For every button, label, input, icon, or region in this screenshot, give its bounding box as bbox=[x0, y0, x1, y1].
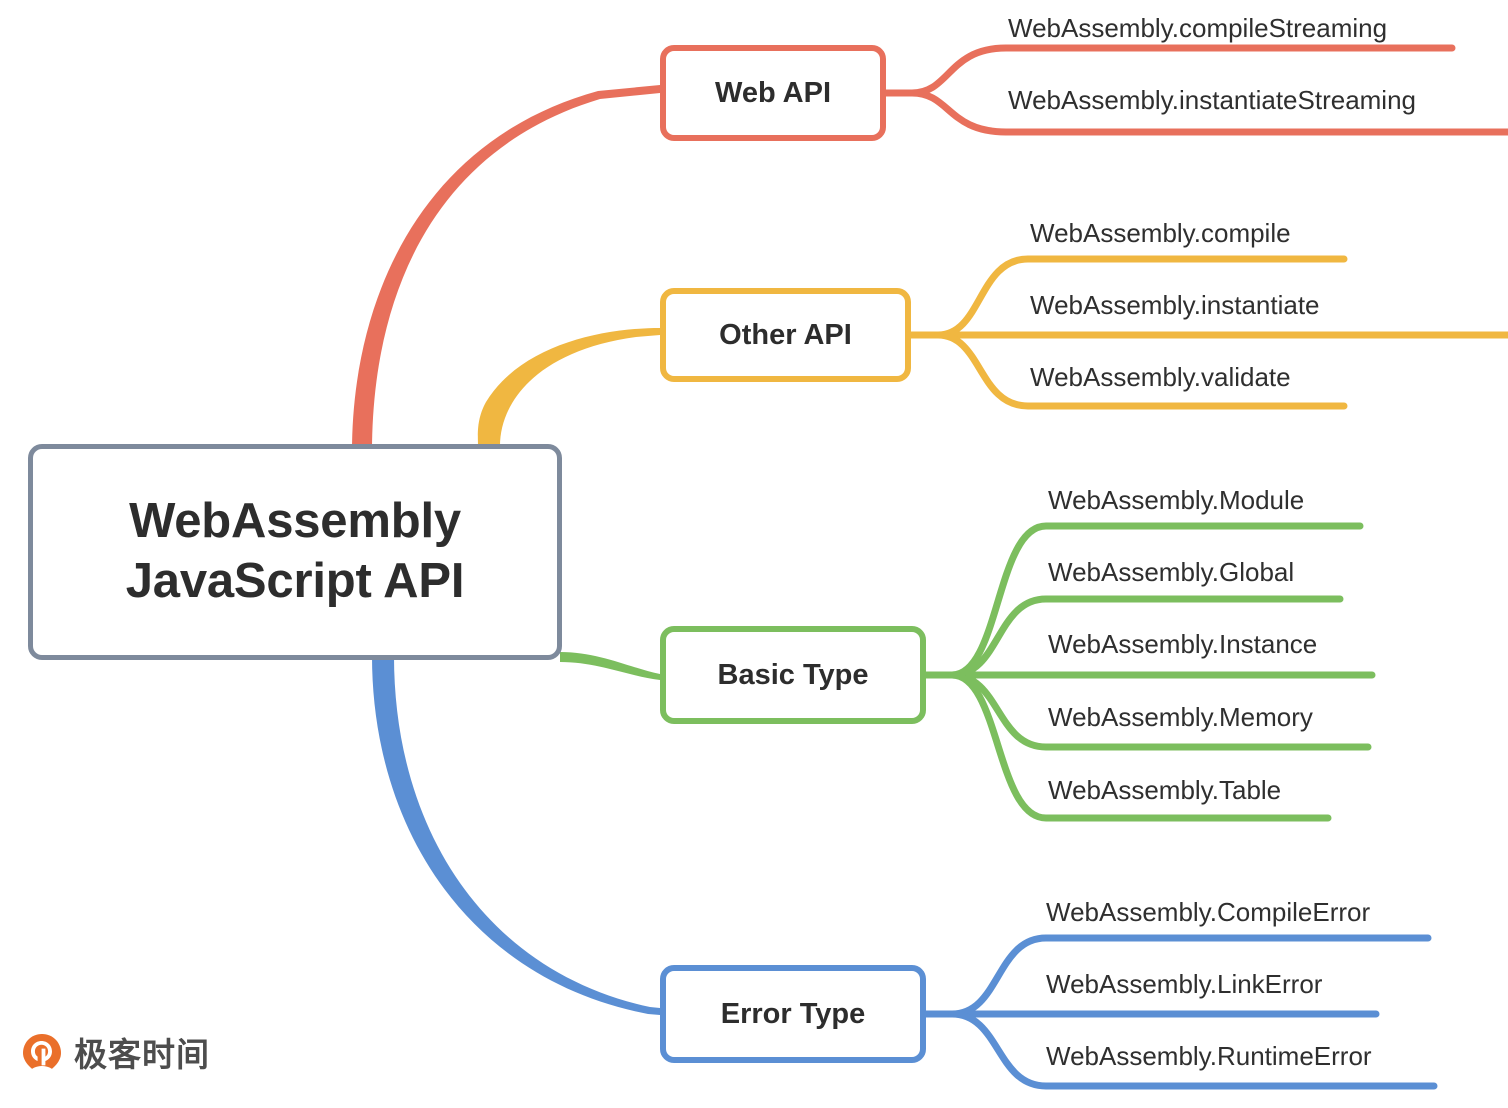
branch-label-other-api: Other API bbox=[719, 318, 852, 351]
leaf-label[interactable]: WebAssembly.compileStreaming bbox=[1008, 13, 1388, 43]
leaf-label[interactable]: WebAssembly.validate bbox=[1030, 362, 1291, 392]
leaf-label[interactable]: WebAssembly.LinkError bbox=[1046, 969, 1323, 999]
geektime-logo-icon bbox=[20, 1032, 64, 1076]
trunk-error-type bbox=[372, 656, 660, 1015]
branch-node-web-api[interactable]: Web API bbox=[660, 45, 886, 141]
branch-node-other-api[interactable]: Other API bbox=[660, 288, 911, 382]
branch-label-error-type: Error Type bbox=[720, 997, 866, 1030]
trunk-basic-type bbox=[560, 652, 660, 680]
leaf-label[interactable]: WebAssembly.compile bbox=[1030, 218, 1291, 248]
watermark: 极客时间 bbox=[20, 1032, 210, 1076]
leaf-label[interactable]: WebAssembly.instantiate bbox=[1030, 290, 1320, 320]
trunk-other-api bbox=[477, 328, 660, 446]
watermark-label: 极客时间 bbox=[74, 1035, 210, 1073]
branch-node-basic-type[interactable]: Basic Type bbox=[660, 626, 926, 724]
branch-label-basic-type: Basic Type bbox=[717, 658, 869, 691]
leaf-label[interactable]: WebAssembly.CompileError bbox=[1046, 897, 1371, 927]
leaf-label[interactable]: WebAssembly.Global bbox=[1048, 557, 1295, 587]
leaf-label[interactable]: WebAssembly.Table bbox=[1048, 775, 1282, 805]
trunk-web-api bbox=[352, 85, 660, 452]
leaf-label[interactable]: WebAssembly.RuntimeError bbox=[1046, 1041, 1372, 1071]
leaf-label[interactable]: WebAssembly.Instance bbox=[1048, 629, 1318, 659]
leaf-label[interactable]: WebAssembly.instantiateStreaming bbox=[1008, 85, 1417, 115]
branch-node-error-type[interactable]: Error Type bbox=[660, 965, 926, 1063]
leaf-label[interactable]: WebAssembly.Memory bbox=[1048, 702, 1313, 732]
leaf-label[interactable]: WebAssembly.Module bbox=[1048, 485, 1305, 515]
root-node[interactable]: WebAssembly JavaScript API bbox=[28, 444, 562, 660]
branch-label-web-api: Web API bbox=[714, 76, 831, 109]
root-node-label: WebAssembly JavaScript API bbox=[125, 494, 465, 608]
